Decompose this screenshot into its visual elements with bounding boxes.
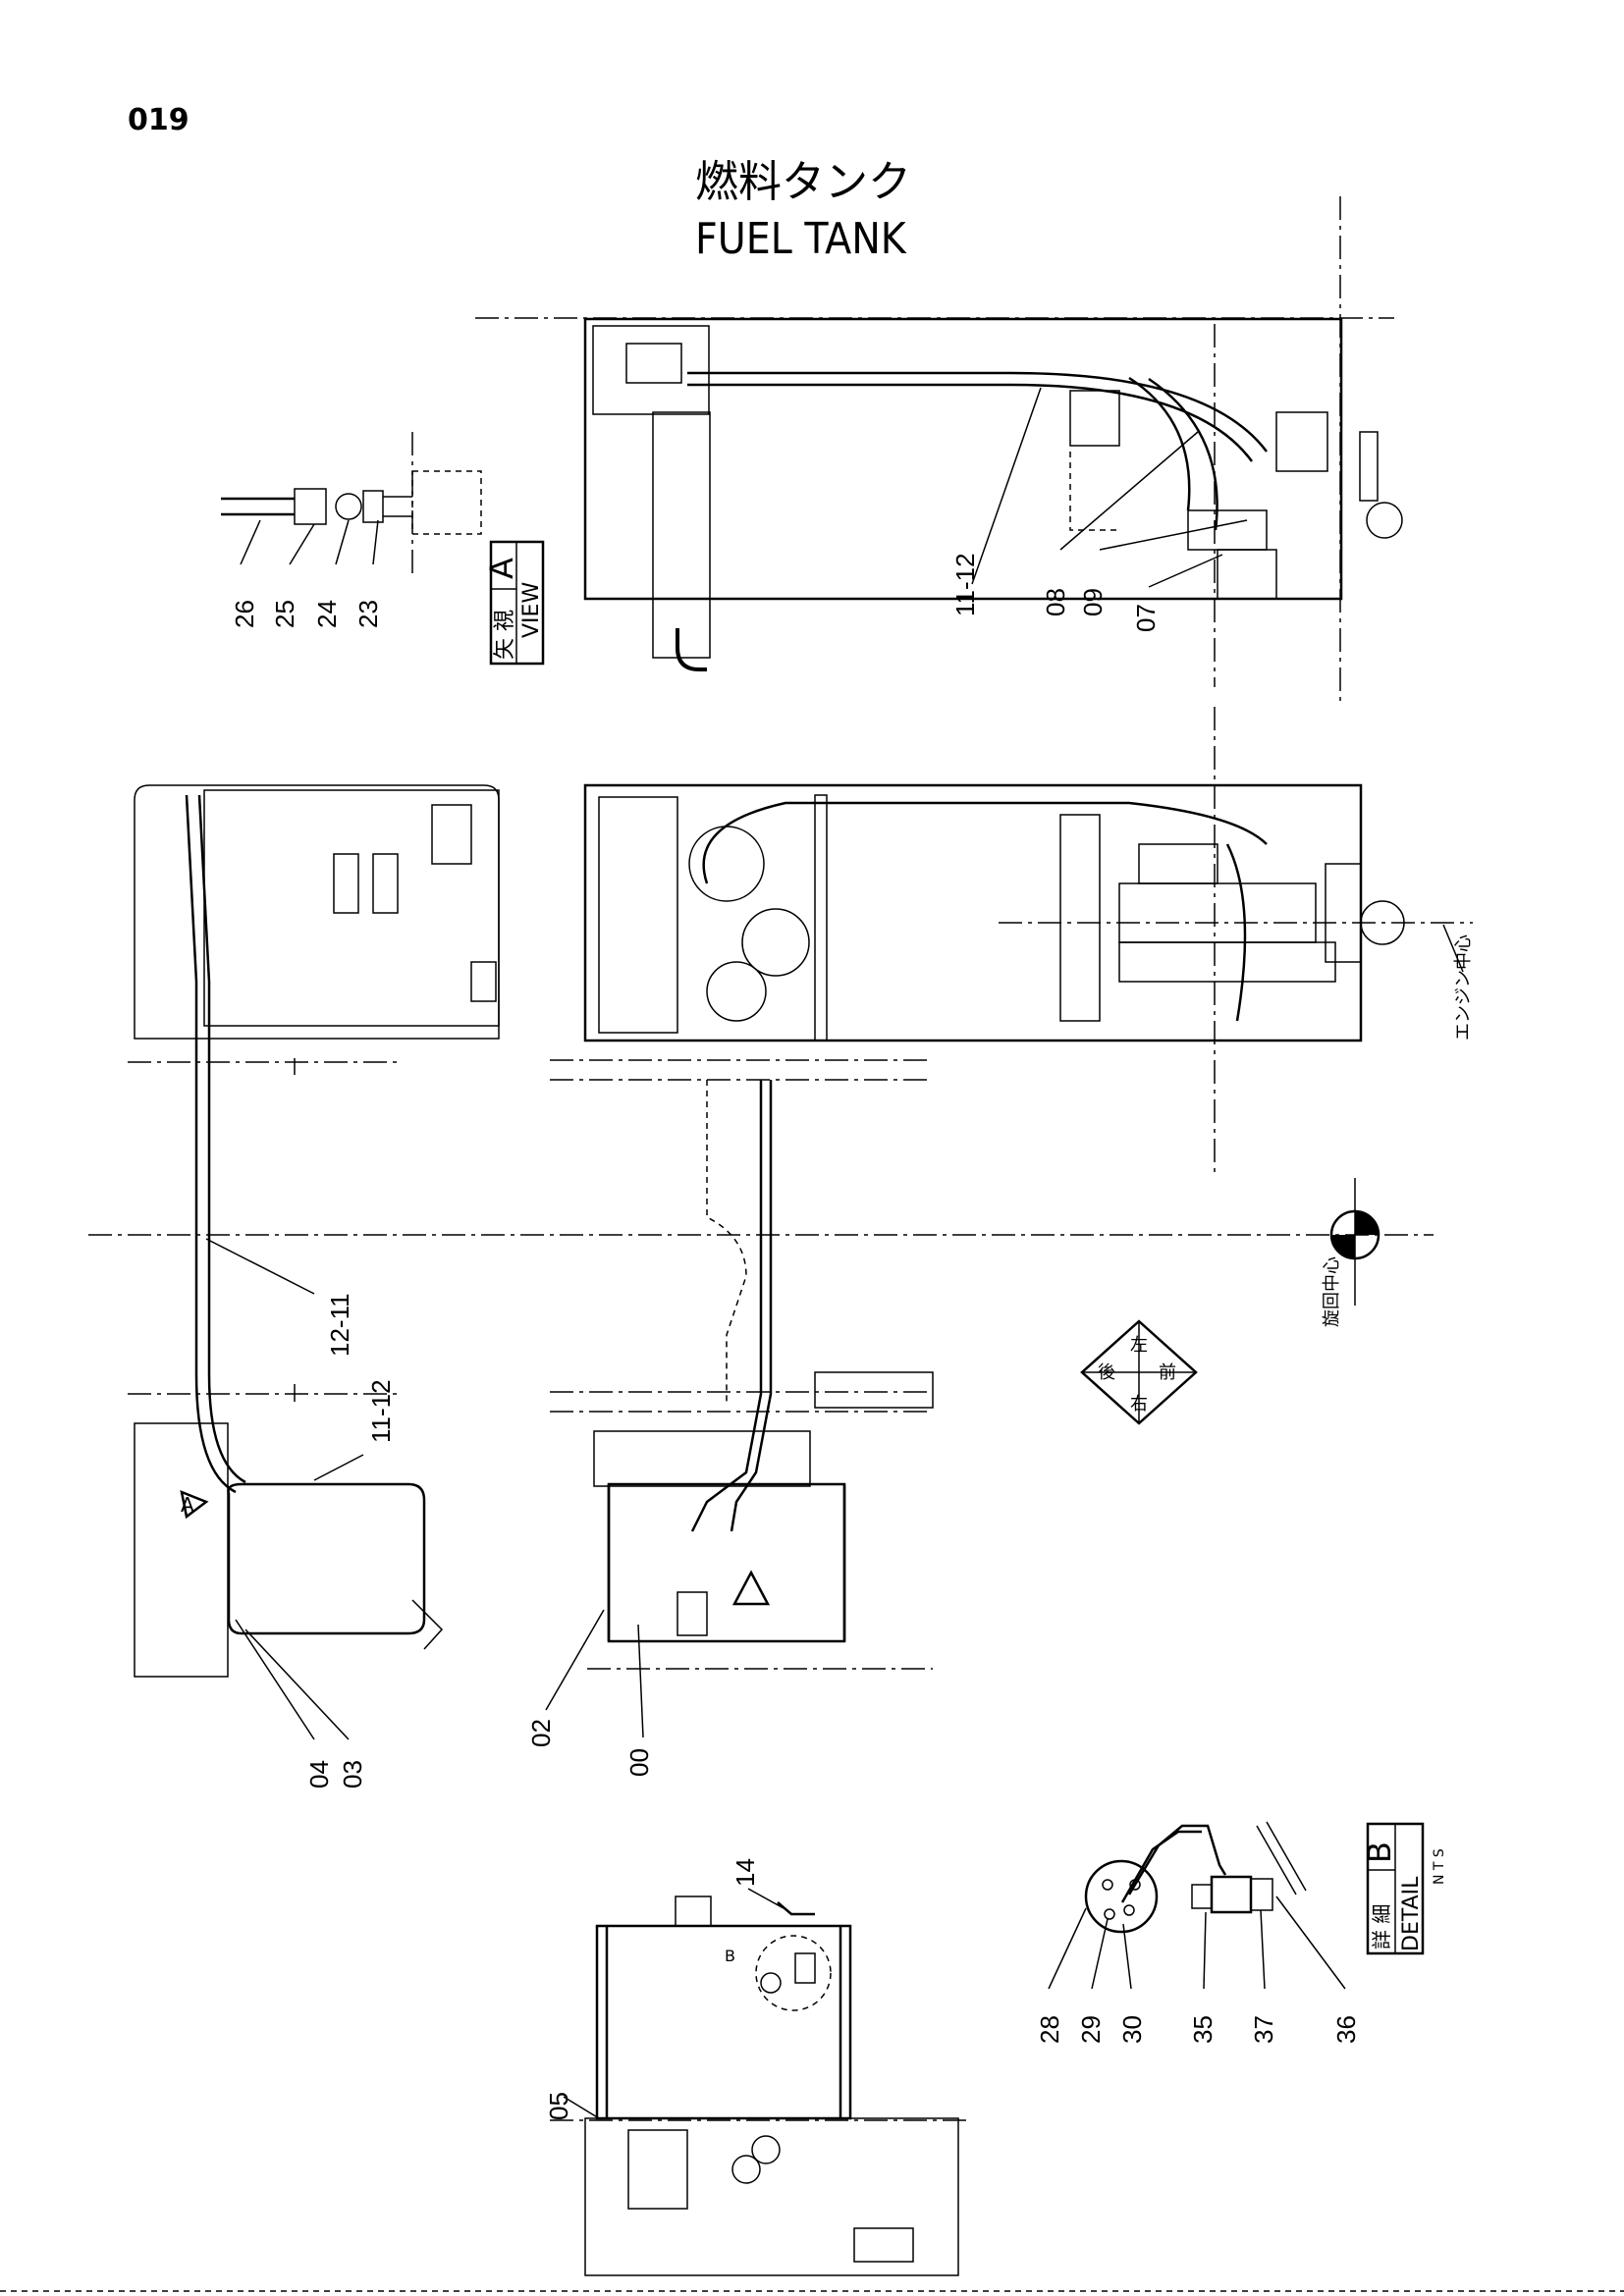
view-a-label-jp: 矢 視 <box>493 610 517 660</box>
detail-b-drawing <box>1084 1821 1307 1934</box>
detail-b-marker-letter: B <box>725 1947 735 1965</box>
engine-area-drawing <box>583 707 1473 1178</box>
callout-29: 29 <box>1076 2015 1106 2044</box>
detail-b-scale: N T S <box>1432 1848 1447 1885</box>
leader-lines-left <box>205 1238 364 1740</box>
direction-rear: 後 <box>1098 1362 1115 1383</box>
callout-04: 04 <box>304 1760 334 1789</box>
leader-lines-center <box>545 1609 644 1738</box>
callout-05: 05 <box>544 2092 573 2120</box>
detail-b-label-letter: B <box>1361 1842 1398 1863</box>
callout-09: 09 <box>1078 588 1108 616</box>
leader-lines-top <box>971 387 1248 588</box>
swing-center-label: 旋回中心 <box>1322 1256 1342 1327</box>
view-a-label-en: VIEW <box>519 582 544 638</box>
callout-12-11: 12-11 <box>325 1293 354 1357</box>
callout-11-12-left: 11-12 <box>366 1379 396 1443</box>
side-view-drawing <box>128 784 500 1678</box>
callout-14: 14 <box>731 1858 760 1887</box>
detail-b-label: 詳 細 DETAIL B N T S <box>1361 1822 1447 1955</box>
callout-26: 26 <box>230 600 259 628</box>
direction-compass-icon <box>1080 1319 1198 1425</box>
title-english: FUEL TANK <box>695 214 907 264</box>
view-a-arrow-marker <box>180 1489 209 1520</box>
callout-03: 03 <box>338 1760 367 1789</box>
callout-36: 36 <box>1331 2015 1361 2044</box>
direction-right: 右 <box>1130 1394 1148 1415</box>
callout-35: 35 <box>1188 2015 1218 2044</box>
direction-front: 前 <box>1159 1362 1176 1383</box>
callout-30: 30 <box>1117 2015 1147 2044</box>
detail-b-label-jp: 詳 細 <box>1370 1904 1393 1949</box>
top-view-drawing <box>475 196 1403 707</box>
direction-left: 左 <box>1130 1335 1148 1356</box>
callout-11-12-top: 11-12 <box>950 553 980 616</box>
callout-02: 02 <box>526 1719 556 1747</box>
fuel-line-drawing <box>550 1059 934 1670</box>
tank-front-view-drawing <box>550 1896 972 2276</box>
leader-lines-detail-b <box>1048 1896 1346 1990</box>
leader-lines-bottom <box>563 1888 785 2119</box>
view-a-detail-drawing <box>221 432 482 579</box>
view-a-label-letter: A <box>483 558 520 579</box>
view-a-label: 矢 視 VIEW A <box>483 540 545 666</box>
callout-07: 07 <box>1131 604 1161 632</box>
callout-28: 28 <box>1035 2015 1064 2044</box>
callout-25: 25 <box>270 600 299 628</box>
title-japanese: 燃料タンク <box>695 157 911 207</box>
callout-37: 37 <box>1249 2015 1278 2044</box>
callout-00: 00 <box>624 1748 654 1777</box>
page-number: 019 <box>128 103 189 137</box>
callout-23: 23 <box>353 600 383 628</box>
view-a-arrow-letter: A <box>181 1493 194 1517</box>
callout-24: 24 <box>312 600 342 628</box>
engine-center-label: エンジン中心 <box>1453 934 1474 1041</box>
detail-b-label-en: DETAIL <box>1399 1876 1424 1951</box>
callout-08: 08 <box>1041 588 1070 616</box>
